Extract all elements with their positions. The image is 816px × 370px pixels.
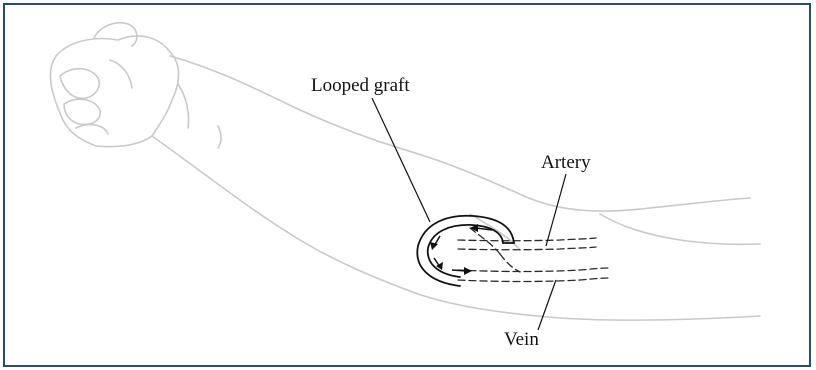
- arm-illustration: [50, 23, 760, 320]
- muscle-line: [470, 214, 520, 250]
- thumb-outline: [94, 23, 137, 46]
- looped-graft: [417, 216, 514, 286]
- finger-curl-3: [76, 125, 108, 134]
- flow-arrowhead-2: [430, 242, 438, 250]
- artery-leader: [546, 174, 566, 246]
- finger-curl-2: [64, 99, 100, 124]
- knuckle-line: [110, 60, 132, 88]
- finger-curl-1: [60, 69, 99, 99]
- vessel-branch: [500, 254, 520, 272]
- vein-line-2: [458, 278, 608, 282]
- vein-label: Vein: [504, 329, 539, 350]
- wrist-crease: [178, 84, 189, 128]
- graft-outer-wall: [417, 216, 514, 286]
- elbow-contour: [600, 214, 760, 244]
- fist-outline: [50, 36, 178, 147]
- arm-upper-edge: [170, 56, 750, 211]
- vessels: [458, 228, 608, 282]
- vein-line-1: [458, 268, 608, 272]
- arm-lower-edge: [152, 136, 760, 320]
- artery-line-1: [458, 238, 596, 241]
- wrist-mark: [218, 126, 221, 148]
- graft-label: Looped graft: [311, 75, 410, 96]
- artery-label: Artery: [541, 152, 591, 173]
- vein-leader: [538, 280, 556, 330]
- artery-line-2: [458, 247, 596, 250]
- graft-leader: [372, 98, 430, 222]
- flow-arrowhead-4: [464, 267, 472, 275]
- leader-lines: [372, 98, 566, 330]
- flow-arrow-4: [452, 270, 466, 271]
